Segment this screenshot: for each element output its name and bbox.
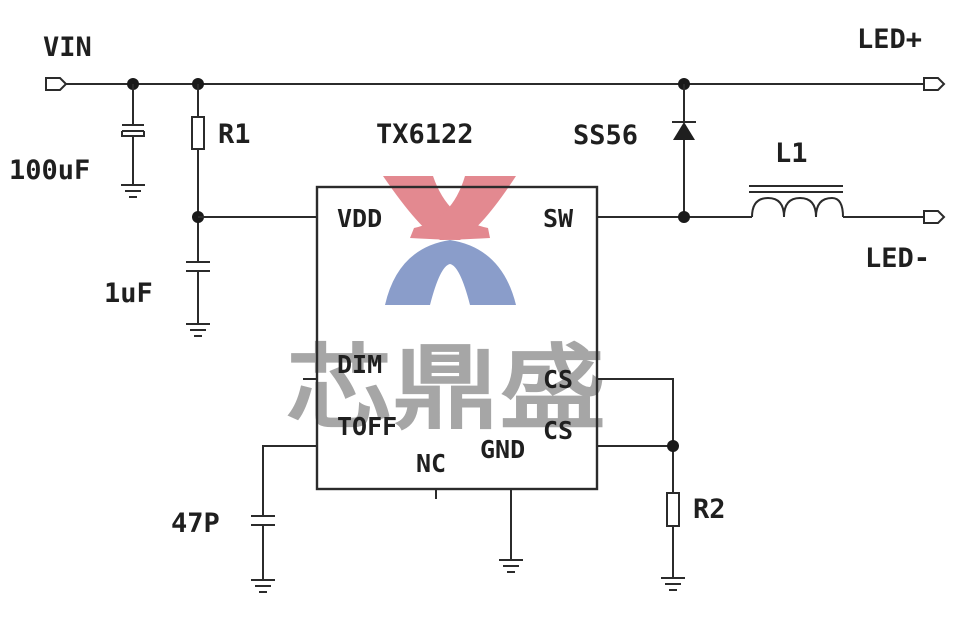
vdd-capacitor-label: 1uF [104,278,153,309]
vin-terminal [45,77,68,91]
ground-symbol [661,577,685,591]
pin-cs-bottom-label: CS [543,416,573,445]
ground-symbol [121,184,145,198]
vin-label: VIN [43,32,92,63]
led-minus-terminal [923,210,946,224]
ground-symbol [499,559,523,573]
input-capacitor [121,84,145,185]
inductor-symbol [749,185,844,218]
cs-wire [597,378,674,578]
toff-capacitor [251,515,275,580]
watermark-logo-top-shape-right [410,176,516,240]
ic-name-label: TX6122 [376,119,474,150]
toff-capacitor-label: 47P [171,508,220,539]
r1-label: R1 [218,119,251,150]
vdd-capacitor [186,261,210,324]
led-minus-label: LED- [865,243,930,274]
diode-symbol [672,121,696,140]
junction-dot [667,440,679,452]
pin-gnd-label: GND [480,435,525,464]
watermark-text: 芯鼎盛 [286,335,606,442]
led-plus-label: LED+ [857,24,922,55]
toff-wire [262,445,317,516]
watermark-logo: 芯鼎盛 [286,176,606,442]
watermark-logo-bottom-shape [385,240,516,305]
pin-toff-label: TOFF [337,412,397,441]
pin-cs-top-label: CS [543,365,573,394]
r1-resistor [191,116,205,150]
inductor-label: L1 [775,138,808,169]
ic-body [315,185,599,491]
pin-dim-label: DIM [337,350,382,379]
diode-label: SS56 [573,120,638,151]
junction-dot [678,211,690,223]
r2-resistor [666,492,680,527]
r2-label: R2 [693,494,726,525]
pin-vdd-label: VDD [337,204,382,233]
pin-sw-label: SW [543,204,574,233]
input-capacitor-label: 100uF [9,155,90,186]
ground-symbol [251,579,275,593]
ground-symbol [186,323,210,337]
led-plus-terminal [923,77,946,91]
pin-nc-label: NC [416,449,446,478]
